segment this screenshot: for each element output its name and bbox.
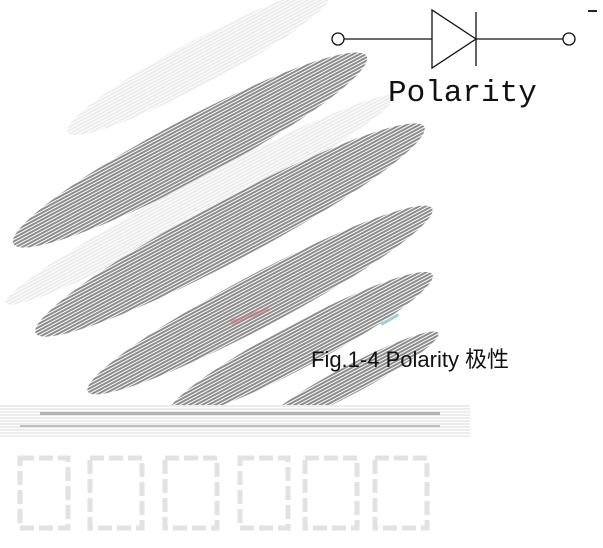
cathode-terminal — [562, 32, 576, 46]
polarity-label: Polarity — [388, 76, 537, 111]
watermark-band — [0, 405, 470, 437]
edge-dash-mark — [588, 10, 597, 12]
diode-symbol-icon — [331, 8, 576, 70]
watermark-stripe-2 — [12, 52, 368, 248]
watermark-accent-red — [230, 307, 270, 325]
anode-terminal — [331, 32, 345, 46]
watermark-stripe-6 — [167, 271, 433, 419]
watermark-stripe-1 — [67, 0, 333, 136]
watermark-accent-teal — [380, 313, 400, 326]
watermark-stripe-7 — [261, 331, 439, 429]
watermark-stripe-3 — [5, 95, 395, 305]
watermark-glyphs — [17, 455, 430, 531]
watermark-stripe-4 — [35, 123, 425, 337]
diode-triangle — [431, 8, 478, 70]
figure-caption: Fig.1-4 Polarity 极性 — [311, 347, 510, 372]
watermark-stripe-5 — [87, 205, 433, 395]
striped-sphere-logo-watermark — [0, 0, 470, 531]
